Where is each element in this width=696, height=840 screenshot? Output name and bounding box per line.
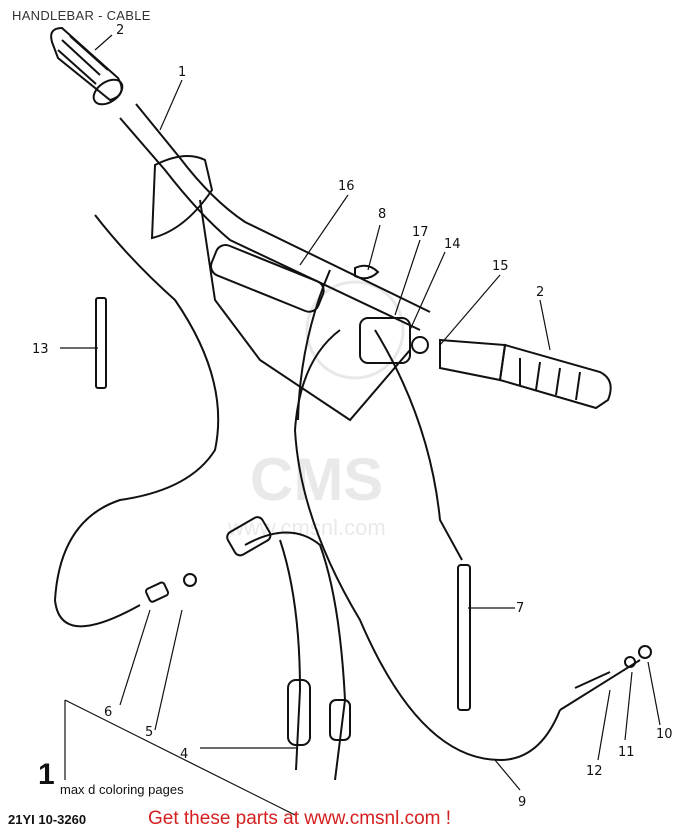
svg-text:CMS: CMS [250,446,383,513]
promo-link[interactable]: Get these parts at www.cmsnl.com ! [148,808,452,829]
callout-9: 9 [518,795,526,810]
right-grip [439,338,612,410]
callout-8: 8 [378,207,386,222]
page-title: HANDLEBAR - CABLE [12,8,151,23]
callout-5: 5 [145,725,153,740]
throttle-housing [359,317,429,364]
callout-10: 10 [656,727,673,742]
cms-watermark: CMS www.cmsnl.com [227,280,405,540]
callout-4: 4 [180,747,188,762]
callout-labels: 1 2 2 4 5 6 7 8 9 10 11 12 13 14 15 16 1… [32,23,673,810]
handlebar [119,103,431,422]
callout-14: 14 [444,237,461,252]
callout-15: 15 [492,259,509,274]
leader-lines [60,34,661,816]
logo-mark: 1 [38,758,55,791]
callout-6: 6 [104,705,112,720]
callout-1: 1 [178,65,186,80]
caption: max d coloring pages [60,782,184,797]
diagram-part-number: 21YI 10-3260 [8,812,87,827]
callout-11: 11 [618,745,635,760]
cables [53,214,641,781]
callout-2-right-grip: 2 [536,285,544,300]
left-grip [50,26,124,106]
callout-2-left-grip: 2 [116,23,124,38]
cable-fittings [95,264,652,746]
callout-7: 7 [516,601,524,616]
callout-17: 17 [412,225,429,240]
callout-16: 16 [338,179,355,194]
callout-13: 13 [32,342,49,357]
callout-12: 12 [586,764,603,779]
throttle-tube [210,244,325,313]
